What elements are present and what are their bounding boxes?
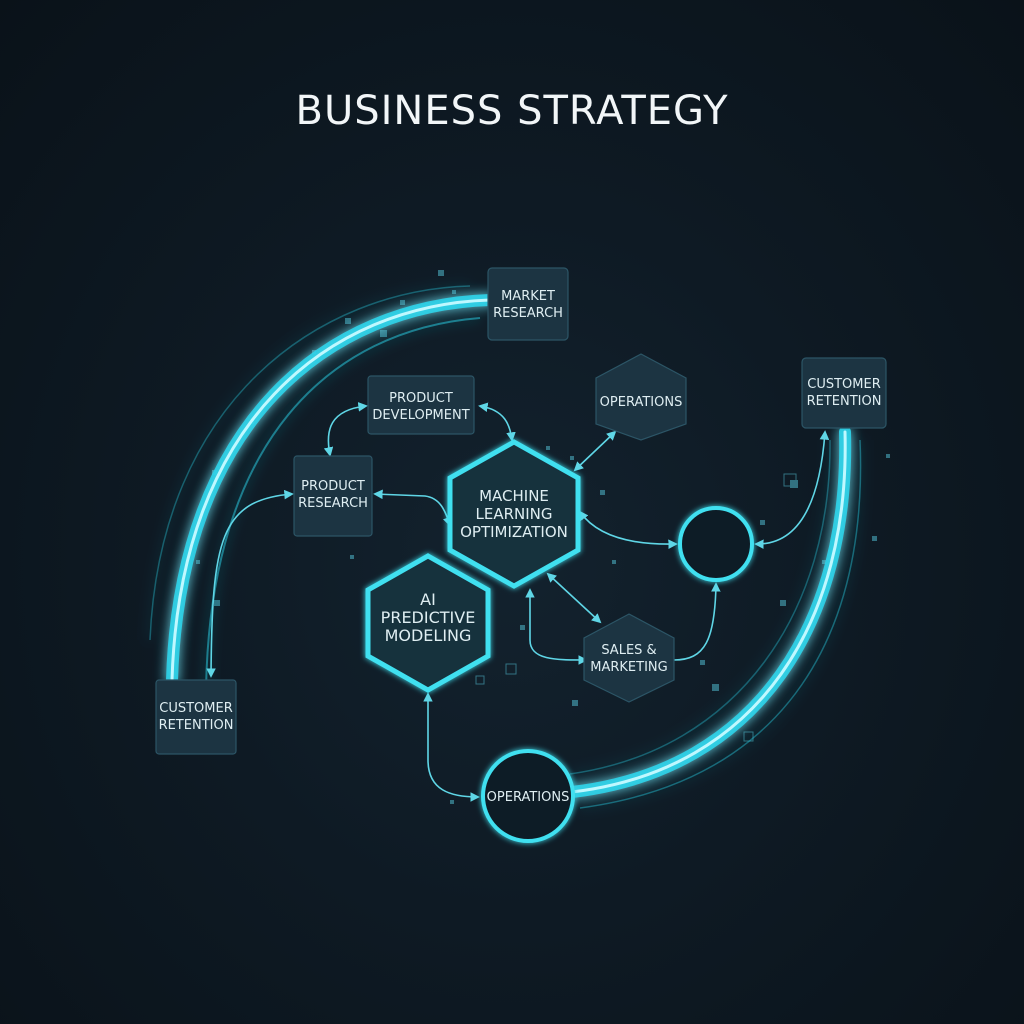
node-operations-top[interactable]: OPERATIONS <box>594 353 687 441</box>
connector-ml-to-sales-loop <box>525 588 588 665</box>
page-title: BUSINESS STRATEGY <box>295 88 729 134</box>
node-sales-marketing[interactable]: SALES &MARKETING <box>583 613 675 703</box>
connector-ml-to-sales <box>546 572 602 624</box>
node-label: SALES &MARKETING <box>590 643 667 675</box>
connector-circle-to-cr <box>754 430 830 549</box>
node-operations-bottom[interactable]: OPERATIONS <box>481 749 575 843</box>
node-circle-hub[interactable] <box>678 506 754 582</box>
connector-pr-to-pd <box>323 402 368 457</box>
connector-ai-to-ops <box>423 692 480 802</box>
connectors <box>206 402 830 802</box>
connector-pr-to-ml <box>373 489 453 527</box>
connector-ml-to-circle <box>578 510 678 550</box>
node-label: OPERATIONS <box>600 395 683 410</box>
connector-pd-to-ml <box>478 402 516 442</box>
connector-pr-to-cr-left <box>206 489 294 678</box>
connector-sales-to-circle <box>673 582 721 661</box>
right-flow-arc <box>566 426 862 809</box>
node-label: OPERATIONS <box>487 790 570 805</box>
connector-ml-to-ops <box>573 430 617 472</box>
